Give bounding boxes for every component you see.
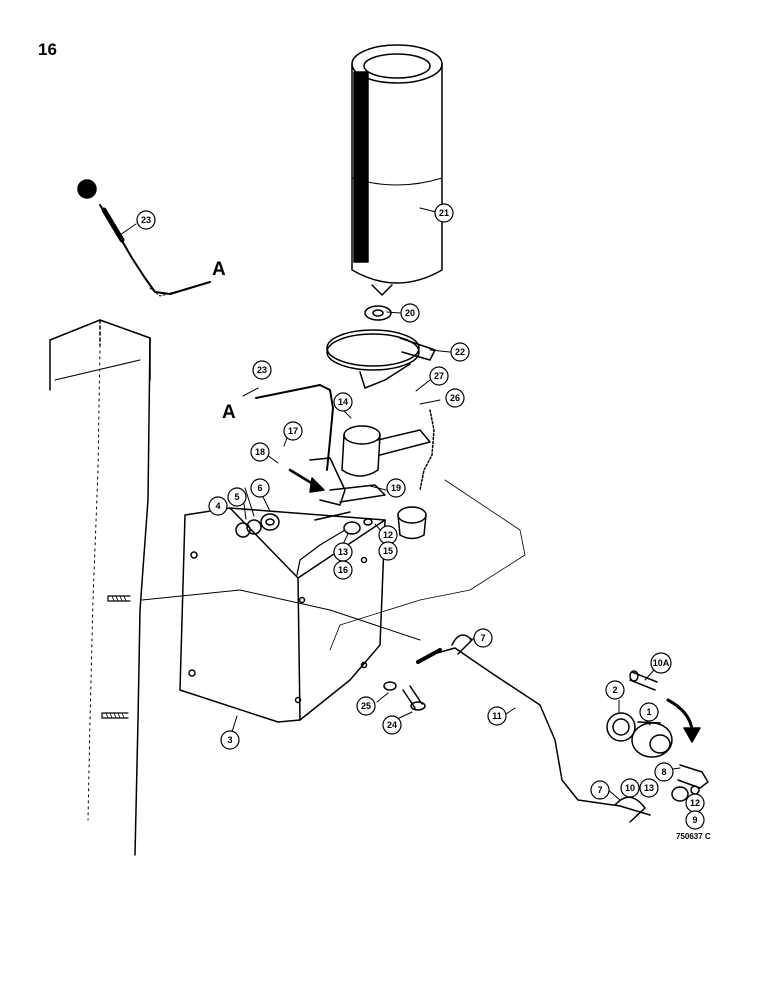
- callout-12-upper: 12: [383, 530, 393, 540]
- callout-23-upper: 23: [141, 215, 151, 225]
- callout-18: 18: [255, 447, 265, 457]
- control-cable-middle: [255, 384, 334, 471]
- filter-shading: [353, 71, 369, 263]
- callout-3: 3: [227, 735, 232, 745]
- callout-6: 6: [257, 483, 262, 493]
- hardware-4-5-6: [235, 513, 280, 538]
- cable-11: [416, 634, 651, 823]
- leader-lines: [119, 207, 681, 801]
- valve-arrowhead: [309, 477, 325, 493]
- valve-bracket: [309, 425, 431, 521]
- mounting-bracket: [179, 507, 386, 723]
- reference-letter-A-middle: A: [222, 402, 236, 423]
- fuel-line-short: [296, 529, 346, 576]
- reference-letter-A-top: A: [212, 259, 226, 280]
- callout-20: 20: [405, 308, 415, 318]
- callout-7-upper: 7: [480, 633, 485, 643]
- callout-10: 10: [625, 783, 635, 793]
- callout-10A: 10A: [653, 658, 670, 668]
- fitting-10A: [629, 670, 658, 691]
- clamp-band: [326, 329, 436, 389]
- fuel-line-dashed: [329, 479, 526, 651]
- callout-14: 14: [338, 397, 348, 407]
- control-knob: [77, 179, 97, 199]
- callout-13-lower: 13: [644, 783, 654, 793]
- callout-13-upper: 13: [338, 547, 348, 557]
- callout-4: 4: [215, 501, 220, 511]
- callout-21: 21: [439, 208, 449, 218]
- page-number: 16: [38, 40, 57, 59]
- drain-cap-chain: [397, 409, 435, 540]
- callout-5: 5: [234, 492, 239, 502]
- callout-12-lower: 12: [690, 798, 700, 808]
- fitting-8: [677, 764, 709, 789]
- callout-9: 9: [692, 815, 697, 825]
- cab-panel: [49, 319, 151, 856]
- callout-17: 17: [288, 426, 298, 436]
- callout-labels: 23 21 20 22 23 27 26 14 17 18 19 5 6 4 1…: [141, 208, 700, 825]
- bolt-washer: [383, 681, 426, 711]
- callout-11: 11: [492, 711, 502, 721]
- callout-23-middle: 23: [257, 365, 267, 375]
- callout-22: 22: [455, 347, 465, 357]
- control-cable-upper: [99, 204, 211, 297]
- callout-19: 19: [391, 483, 401, 493]
- assembly-arrowhead: [683, 727, 701, 743]
- callout-25: 25: [361, 701, 371, 711]
- nut-20: [364, 305, 392, 321]
- figure-code: 750637 C: [676, 832, 711, 841]
- callout-7-lower: 7: [597, 785, 602, 795]
- callout-2: 2: [612, 685, 617, 695]
- callout-8: 8: [661, 767, 666, 777]
- callout-15: 15: [383, 546, 393, 556]
- fuel-line-hidden: [141, 589, 421, 641]
- fittings-12-13: [343, 518, 373, 535]
- callout-27: 27: [434, 371, 444, 381]
- callout-26: 26: [450, 393, 460, 403]
- assembly-arrow: [666, 698, 694, 732]
- callout-24: 24: [387, 720, 397, 730]
- fitting-1-gasket-2: [606, 712, 673, 758]
- callout-1: 1: [646, 707, 651, 717]
- callout-16: 16: [338, 565, 348, 575]
